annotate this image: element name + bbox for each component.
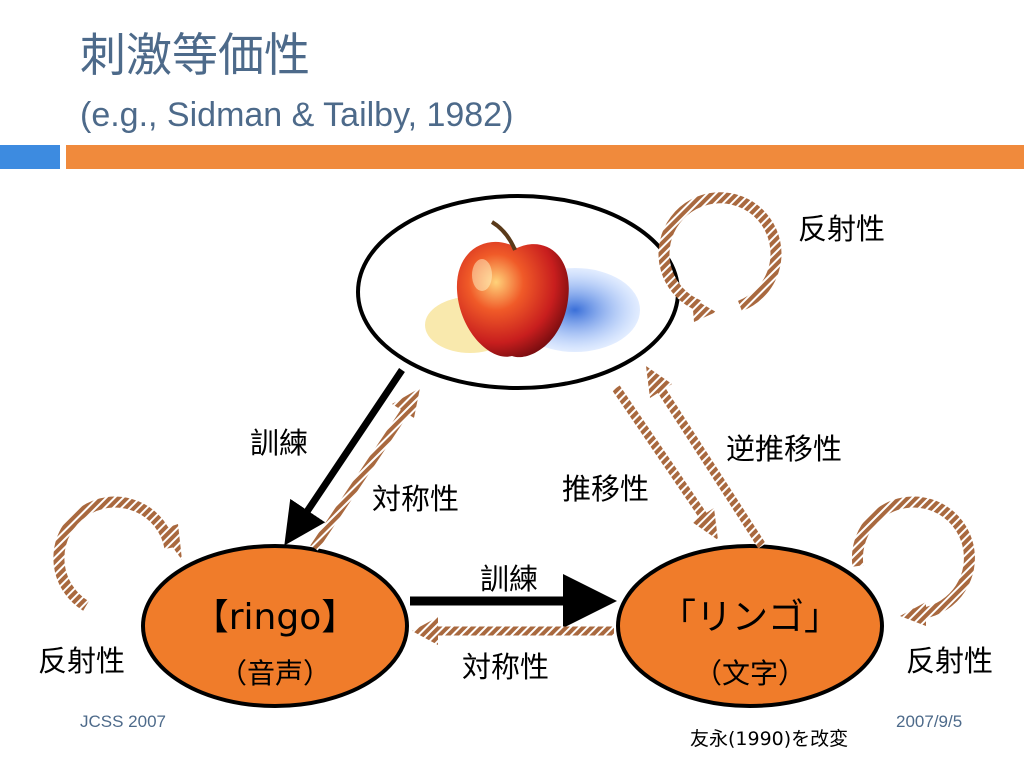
accent-bar-orange (66, 145, 1024, 169)
label-training-left: 訓練 (250, 426, 309, 460)
slide-title: 刺激等価性 (80, 28, 310, 82)
transitivity-arrow-picture-to-text (612, 385, 718, 540)
node-text-label: 「リンゴ」 (659, 597, 840, 638)
inverse-transitivity-arrow-text-to-picture (646, 366, 766, 549)
training-arrow-picture-to-sound (284, 368, 405, 546)
footer-conference: JCSS 2007 (80, 712, 166, 731)
reflexive-loop-left (53, 496, 182, 611)
symmetry-arrow-sound-to-picture (310, 388, 420, 551)
node-text (616, 544, 884, 708)
label-reflexive-top: 反射性 (798, 212, 886, 246)
label-reflexive-left: 反射性 (38, 644, 126, 678)
node-sound-sublabel: （音声） (218, 657, 331, 690)
label-reflexive-right: 反射性 (906, 644, 994, 678)
node-sound-label: 【ringo】 (192, 597, 358, 638)
label-symmetry-left: 対称性 (372, 482, 460, 516)
footer-date: 2007/9/5 (896, 712, 963, 731)
node-sound (141, 544, 409, 708)
reflexive-loop-right (851, 496, 975, 626)
label-transitivity: 推移性 (562, 472, 650, 506)
reflexive-loop-top (658, 192, 782, 322)
node-text-sublabel: （文字） (693, 657, 806, 690)
slide-subtitle: (e.g., Sidman & Tailby, 1982) (80, 96, 514, 134)
accent-bar-blue (0, 145, 60, 169)
label-symmetry-bottom: 対称性 (462, 650, 550, 684)
label-inverse-transitivity: 逆推移性 (726, 432, 843, 466)
node-picture (356, 194, 680, 390)
label-training-bottom: 訓練 (480, 562, 539, 596)
footer-credit: 友永(1990)を改変 (690, 728, 849, 750)
apple-icon (456, 220, 569, 358)
symmetry-arrow-text-to-sound (412, 617, 614, 645)
